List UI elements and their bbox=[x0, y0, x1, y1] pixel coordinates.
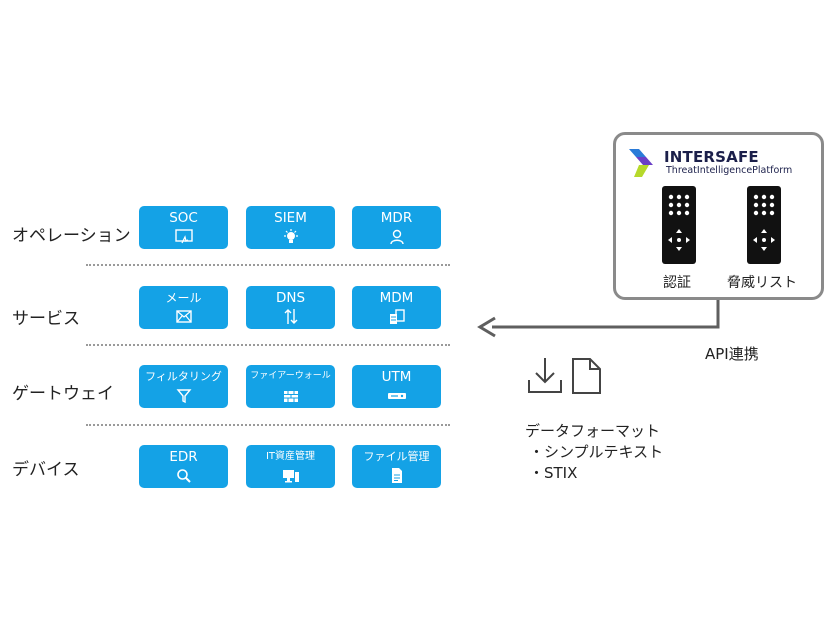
computer-icon bbox=[281, 467, 301, 484]
data-format-item: ・STIX bbox=[529, 464, 578, 482]
magnifier-icon bbox=[174, 467, 194, 484]
tile-mdr: MDR bbox=[352, 206, 441, 249]
tile-filtering: フィルタリング bbox=[139, 365, 228, 408]
tile-label: フィルタリング bbox=[145, 370, 222, 383]
devices-icon bbox=[387, 308, 407, 325]
appliance-icon bbox=[387, 387, 407, 404]
document-icon bbox=[571, 357, 602, 395]
remote-control-icon bbox=[746, 185, 782, 265]
user-icon bbox=[387, 228, 407, 245]
row-label-device: デバイス bbox=[12, 460, 80, 480]
tile-label: MDR bbox=[380, 210, 413, 226]
platform-brand: INTERSAFE bbox=[664, 148, 759, 166]
envelope-icon bbox=[174, 308, 194, 325]
device-label-auth: 認証 bbox=[663, 275, 691, 291]
tile-label: SOC bbox=[169, 210, 198, 226]
tile-mdm: MDM bbox=[352, 286, 441, 329]
platform-subtitle: ThreatIntelligencePlatform bbox=[666, 165, 793, 176]
intersafe-logo-icon bbox=[626, 147, 656, 179]
divider bbox=[86, 264, 450, 266]
filter-icon bbox=[174, 387, 194, 404]
divider bbox=[86, 424, 450, 426]
divider bbox=[86, 344, 450, 346]
tile-label: SIEM bbox=[274, 210, 307, 226]
tile-label: DNS bbox=[275, 290, 306, 306]
tile-label: EDR bbox=[169, 449, 198, 465]
api-label: API連携 bbox=[705, 345, 759, 363]
tile-label: ファイアーウォール bbox=[250, 371, 331, 381]
tile-soc: SOC bbox=[139, 206, 228, 249]
download-icon bbox=[527, 356, 563, 394]
row-label-operation: オペレーション bbox=[12, 226, 131, 246]
tile-siem: SIEM bbox=[246, 206, 335, 249]
row-label-service: サービス bbox=[12, 309, 80, 329]
firewall-icon bbox=[281, 387, 301, 404]
remote-control-icon bbox=[661, 185, 697, 265]
data-format-item: ・シンプルテキスト bbox=[529, 443, 664, 461]
tile-edr: EDR bbox=[139, 445, 228, 488]
intersafe-platform-panel: INTERSAFE ThreatIntelligencePlatform 認証 bbox=[613, 132, 824, 300]
tile-firewall: ファイアーウォール bbox=[246, 365, 335, 408]
tile-label: メール bbox=[165, 291, 202, 305]
screen-touch-icon bbox=[174, 228, 194, 245]
tile-it-asset: IT資産管理 bbox=[246, 445, 335, 488]
tile-label: MDM bbox=[379, 290, 414, 306]
tile-label: IT資産管理 bbox=[265, 451, 316, 462]
tile-dns: DNS bbox=[246, 286, 335, 329]
tile-utm: UTM bbox=[352, 365, 441, 408]
file-icon bbox=[387, 467, 407, 484]
tile-mail: メール bbox=[139, 286, 228, 329]
tile-label: UTM bbox=[381, 369, 412, 385]
data-format-title: データフォーマット bbox=[525, 422, 661, 440]
device-label-threat-list: 脅威リスト bbox=[727, 275, 797, 291]
up-down-arrows-icon bbox=[281, 308, 301, 325]
lightbulb-icon bbox=[281, 228, 301, 245]
row-label-gateway: ゲートウェイ bbox=[12, 384, 114, 404]
tile-file-management: ファイル管理 bbox=[352, 445, 441, 488]
tile-label: ファイル管理 bbox=[363, 450, 430, 463]
